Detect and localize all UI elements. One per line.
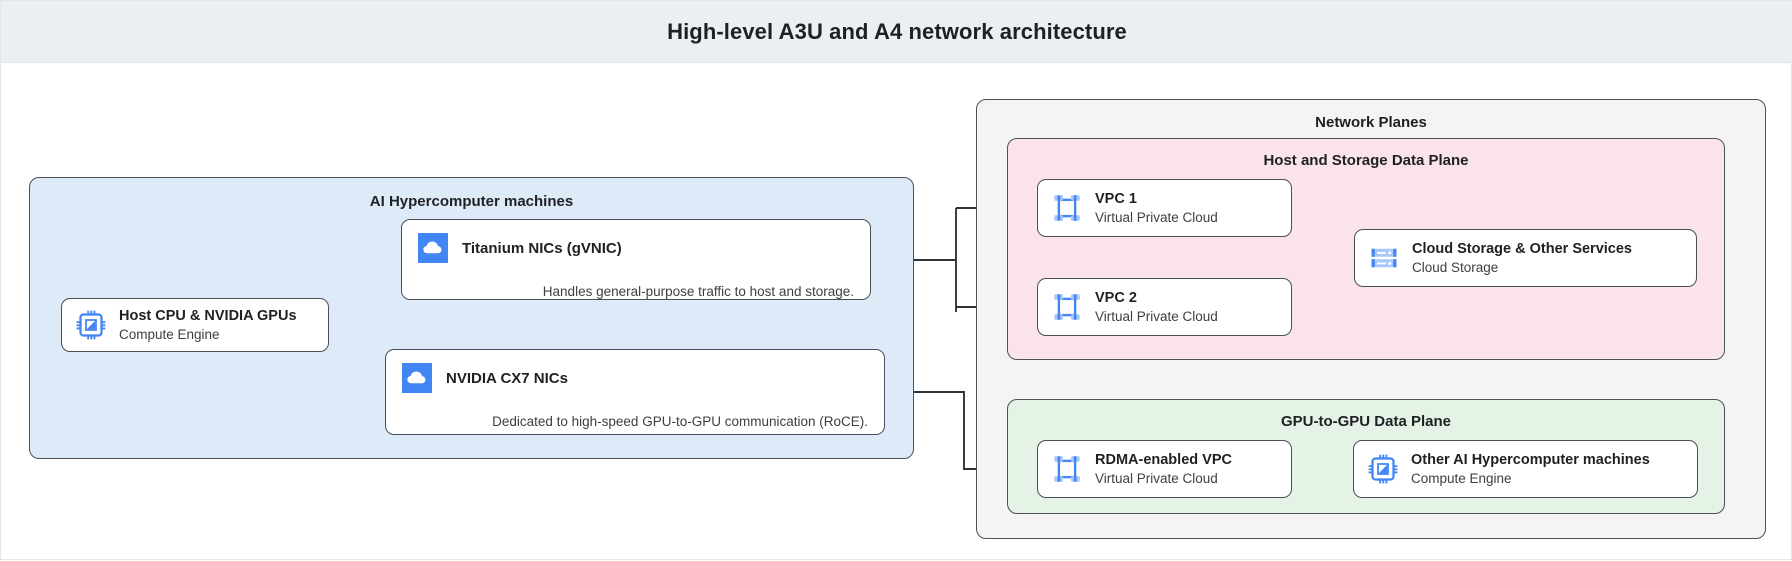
node-cloud-storage-subtitle: Cloud Storage (1412, 260, 1499, 275)
node-other-machines-text: Other AI Hypercomputer machines Compute … (1411, 452, 1650, 486)
node-other-machines-subtitle: Compute Engine (1411, 471, 1512, 486)
node-vpc-2-text: VPC 2 Virtual Private Cloud (1095, 290, 1218, 324)
node-rdma-enabled-vpc[interactable]: RDMA-enabled VPC Virtual Private Cloud (1037, 440, 1292, 498)
node-vpc-2[interactable]: VPC 2 Virtual Private Cloud (1037, 278, 1292, 336)
node-rdma-vpc-subtitle: Virtual Private Cloud (1095, 471, 1218, 486)
node-vpc-1-title: VPC 1 (1095, 191, 1137, 207)
vpc-icon (1054, 456, 1080, 482)
card-cx7-head: NVIDIA CX7 NICs (386, 350, 884, 404)
panel-title-host-storage-plane: Host and Storage Data Plane (1263, 152, 1469, 169)
node-other-machines-title: Other AI Hypercomputer machines (1411, 452, 1650, 468)
header-bar: High-level A3U and A4 network architectu… (1, 1, 1792, 63)
node-vpc-2-subtitle: Virtual Private Cloud (1095, 309, 1218, 324)
panel-title-ai-hypercomputer: AI Hypercomputer machines (369, 193, 574, 210)
cloud-icon (418, 233, 448, 263)
chip-icon (76, 310, 106, 340)
card-titanium-nics[interactable]: Titanium NICs (gVNIC) Handles general-pu… (401, 219, 871, 300)
node-host-cpu-text: Host CPU & NVIDIA GPUs Compute Engine (119, 308, 297, 342)
node-vpc-1-subtitle: Virtual Private Cloud (1095, 210, 1218, 225)
node-host-cpu-subtitle: Compute Engine (119, 327, 220, 342)
node-host-cpu-title: Host CPU & NVIDIA GPUs (119, 308, 297, 324)
page-title: High-level A3U and A4 network architectu… (667, 18, 1127, 44)
card-titanium-title: Titanium NICs (gVNIC) (462, 239, 622, 257)
storage-icon (1371, 248, 1397, 268)
node-rdma-vpc-text: RDMA-enabled VPC Virtual Private Cloud (1095, 452, 1232, 486)
card-titanium-description: Handles general-purpose traffic to host … (542, 284, 854, 299)
cloud-icon (402, 363, 432, 393)
node-vpc-1[interactable]: VPC 1 Virtual Private Cloud (1037, 179, 1292, 237)
node-rdma-vpc-title: RDMA-enabled VPC (1095, 452, 1232, 468)
node-host-cpu-gpus[interactable]: Host CPU & NVIDIA GPUs Compute Engine (61, 298, 329, 352)
node-other-ai-hypercomputer-machines[interactable]: Other AI Hypercomputer machines Compute … (1353, 440, 1698, 498)
card-cx7-description: Dedicated to high-speed GPU-to-GPU commu… (492, 414, 868, 429)
node-vpc-2-title: VPC 2 (1095, 290, 1137, 306)
node-cloud-storage-text: Cloud Storage & Other Services Cloud Sto… (1412, 241, 1632, 275)
node-cloud-storage-title: Cloud Storage & Other Services (1412, 241, 1632, 257)
node-vpc-1-text: VPC 1 Virtual Private Cloud (1095, 191, 1218, 225)
panel-title-network-planes: Network Planes (1315, 114, 1427, 131)
panel-title-gpu-gpu-plane: GPU-to-GPU Data Plane (1280, 413, 1452, 430)
chip-icon (1368, 454, 1398, 484)
card-nvidia-cx7-nics[interactable]: NVIDIA CX7 NICs Dedicated to high-speed … (385, 349, 885, 435)
node-cloud-storage[interactable]: Cloud Storage & Other Services Cloud Sto… (1354, 229, 1697, 287)
card-cx7-title: NVIDIA CX7 NICs (446, 369, 568, 387)
vpc-icon (1054, 294, 1080, 320)
vpc-icon (1054, 195, 1080, 221)
card-titanium-head: Titanium NICs (gVNIC) (402, 220, 870, 274)
